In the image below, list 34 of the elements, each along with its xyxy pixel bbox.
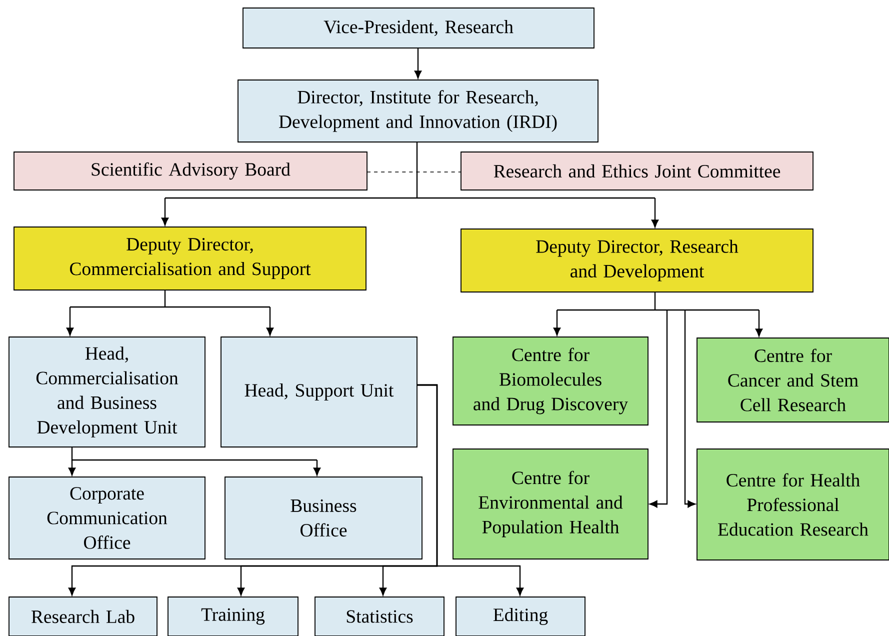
deputy-box: Deputy Director, Research and Development (460, 228, 814, 292)
head-box: Head, Commercialisation and Business Development Unit (8, 336, 206, 448)
office-box: Business Office (224, 476, 422, 560)
connector-trunk (556, 291, 760, 311)
connector-arrow (417, 384, 524, 596)
board-box: Scientific Advisory Board (14, 152, 368, 190)
unit-box: Research Lab (8, 596, 158, 636)
connector-arrow (68, 460, 76, 476)
connector-arrow (684, 310, 696, 508)
deputy-box: Deputy Director, Commercialisation and Support (14, 226, 366, 290)
connector-arrow (755, 310, 763, 336)
connector-arrow (414, 48, 422, 78)
title-box: Vice-President, Research (242, 8, 594, 48)
connector-trunk (69, 289, 271, 308)
connector-trunk (164, 141, 656, 199)
connector-arrow (651, 198, 659, 228)
centre-box: Centre for Health Professional Education Research (696, 448, 889, 560)
connector-trunk (71, 447, 317, 461)
connector-arrow (313, 460, 321, 476)
centre-box: Centre for Cancer and Stem Cell Research (696, 338, 889, 422)
connector-arrow (650, 310, 668, 508)
connector-arrow (553, 310, 561, 336)
connector-arrow (161, 198, 169, 226)
director-box: Director, Institute for Research, Development and Innovation (IRDI) (238, 80, 598, 142)
connector-arrow (266, 307, 274, 336)
committee-box: Research and Ethics Joint Committee (460, 152, 814, 190)
office-box: Corporate Communication Office (8, 476, 206, 560)
head-box: Head, Support Unit (220, 336, 418, 448)
unit-box: Statistics (314, 596, 444, 636)
unit-box: Training (168, 596, 298, 636)
unit-box: Editing (456, 596, 586, 636)
centre-box: Centre for Biomolecules and Drug Discovery (452, 336, 648, 426)
connector-arrow (66, 307, 74, 336)
centre-box: Centre for Environmental and Population Health (452, 448, 648, 560)
